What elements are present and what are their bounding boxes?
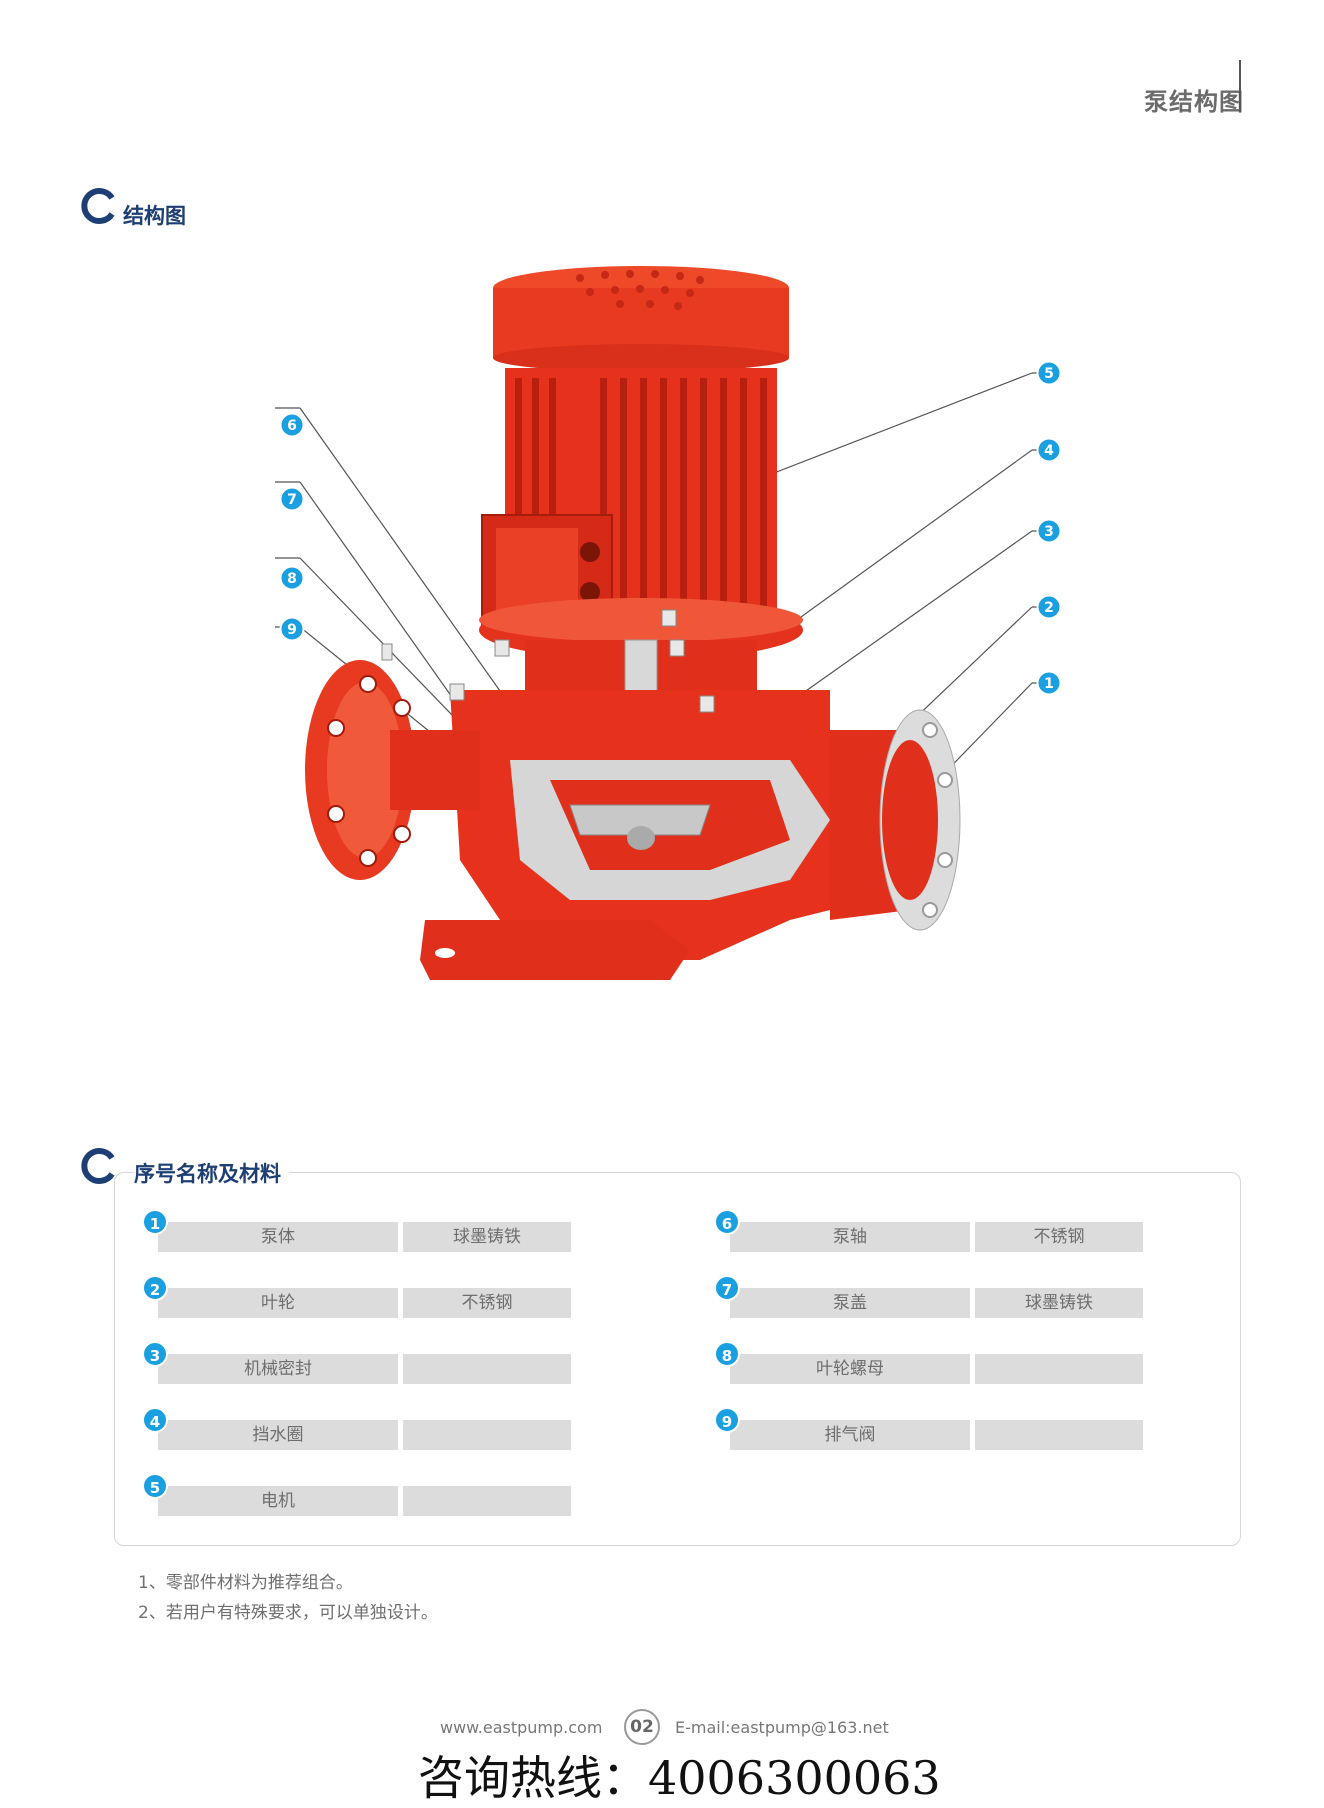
section-ring-icon <box>81 1148 115 1184</box>
svg-text:1: 1 <box>1044 676 1054 692</box>
table-row: 泵盖 球墨铸铁 7 <box>714 1275 1154 1318</box>
part-number-badge: 6 <box>714 1209 740 1235</box>
part-name: 电机 <box>158 1486 398 1516</box>
page-number: 02 <box>624 1709 660 1745</box>
svg-text:4: 4 <box>1044 443 1054 459</box>
table-row: 挡水圈 4 <box>142 1407 582 1450</box>
part-number-badge: 5 <box>142 1473 168 1499</box>
part-name: 叶轮 <box>158 1288 398 1318</box>
table-row: 机械密封 3 <box>142 1341 582 1384</box>
part-material <box>975 1420 1143 1450</box>
table-row: 排气阀 9 <box>714 1407 1154 1450</box>
part-name: 机械密封 <box>158 1354 398 1384</box>
part-material: 不锈钢 <box>975 1222 1143 1252</box>
svg-text:9: 9 <box>287 622 297 638</box>
part-number-badge: 9 <box>714 1407 740 1433</box>
part-number-badge: 1 <box>142 1209 168 1235</box>
callout-2: 2 <box>1036 594 1062 620</box>
part-material <box>403 1486 571 1516</box>
callout-7: 7 <box>279 486 305 512</box>
callout-5: 5 <box>1036 360 1062 386</box>
section-ring-icon <box>81 188 115 224</box>
pump-structure-diagram <box>275 266 1060 980</box>
part-material <box>403 1420 571 1450</box>
footer-email: E-mail:eastpump@163.net <box>675 1718 889 1737</box>
part-number-badge: 8 <box>714 1341 740 1367</box>
parts-section-title: 序号名称及材料 <box>134 1158 289 1188</box>
note-line: 2、若用户有特殊要求，可以单独设计。 <box>138 1603 438 1623</box>
part-name: 挡水圈 <box>158 1420 398 1450</box>
parts-table <box>114 1172 1241 1546</box>
callout-3: 3 <box>1036 518 1062 544</box>
callout-9: 9 <box>279 616 305 642</box>
page-header-title: 泵结构图 <box>1144 88 1244 116</box>
part-name: 泵盖 <box>730 1288 970 1318</box>
part-material <box>975 1354 1143 1384</box>
svg-text:3: 3 <box>1044 524 1054 540</box>
table-row: 电机 5 <box>142 1473 582 1516</box>
part-material: 球墨铸铁 <box>975 1288 1143 1318</box>
part-name: 泵轴 <box>730 1222 970 1252</box>
part-name: 排气阀 <box>730 1420 970 1450</box>
svg-text:5: 5 <box>1044 366 1054 382</box>
callout-6: 6 <box>279 412 305 438</box>
callout-4: 4 <box>1036 437 1062 463</box>
part-number-badge: 3 <box>142 1341 168 1367</box>
part-number-badge: 4 <box>142 1407 168 1433</box>
part-name: 泵体 <box>158 1222 398 1252</box>
structure-section-title: 结构图 <box>123 204 186 228</box>
part-number-badge: 7 <box>714 1275 740 1301</box>
part-number-badge: 2 <box>142 1275 168 1301</box>
callout-1: 1 <box>1036 670 1062 696</box>
svg-text:8: 8 <box>287 571 297 587</box>
part-material <box>403 1354 571 1384</box>
table-row: 叶轮 不锈钢 2 <box>142 1275 582 1318</box>
part-material: 不锈钢 <box>403 1288 571 1318</box>
table-row: 泵轴 不锈钢 6 <box>714 1209 1154 1252</box>
footer-website: www.eastpump.com <box>440 1718 603 1737</box>
svg-text:7: 7 <box>287 492 297 508</box>
svg-text:6: 6 <box>287 418 297 434</box>
table-row: 泵体 球墨铸铁 1 <box>142 1209 582 1252</box>
table-row: 叶轮螺母 8 <box>714 1341 1154 1384</box>
svg-text:2: 2 <box>1044 600 1054 616</box>
hotline-text: 咨询热线：4006300063 <box>418 1751 941 1805</box>
part-name: 叶轮螺母 <box>730 1354 970 1384</box>
part-material: 球墨铸铁 <box>403 1222 571 1252</box>
header-divider <box>1239 60 1241 112</box>
callout-8: 8 <box>279 565 305 591</box>
note-line: 1、零部件材料为推荐组合。 <box>138 1573 353 1593</box>
